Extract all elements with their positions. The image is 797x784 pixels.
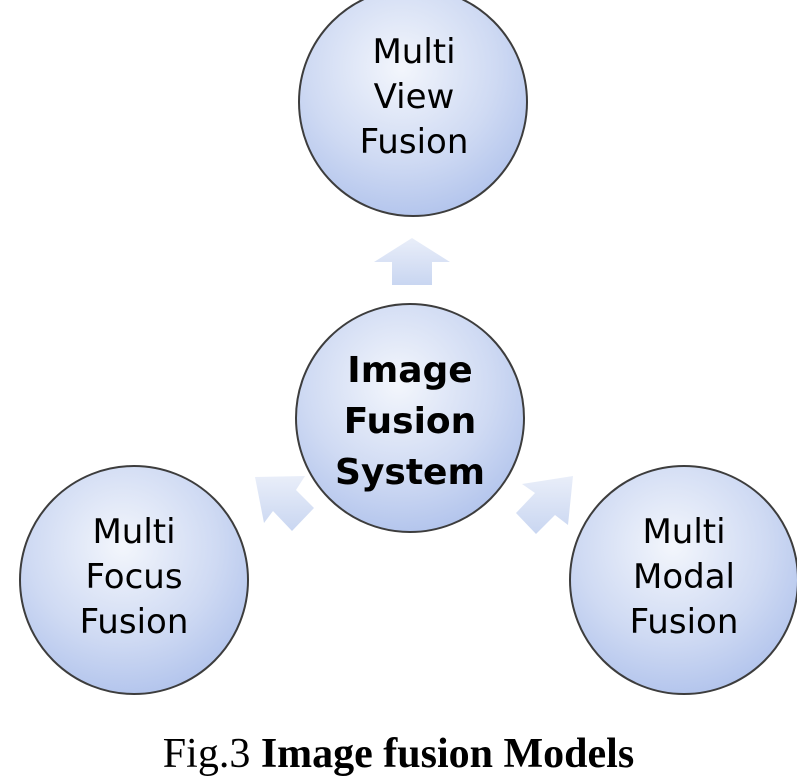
- figure-caption: Fig.3 Image fusion Models: [0, 730, 797, 778]
- node-text-line: Fusion: [79, 602, 189, 643]
- node-text-line: Fusion: [629, 602, 739, 643]
- node-text-line: Image: [347, 350, 473, 391]
- node-image-fusion-system-label: Image Fusion System: [296, 345, 524, 498]
- node-text-line: Modal: [633, 557, 735, 598]
- node-text-line: System: [335, 452, 485, 494]
- node-text-line: Focus: [85, 557, 183, 598]
- node-text-line: Multi: [92, 512, 176, 552]
- node-multi-focus: [19, 465, 249, 695]
- node-text-line: View: [373, 77, 455, 118]
- node-multi-modal: [569, 465, 797, 695]
- node-multi-view: [298, 0, 528, 217]
- node-multi-modal-label: Multi Modal Fusion: [570, 510, 797, 646]
- caption-prefix: Fig.3: [162, 731, 251, 777]
- arrow-to-modal: [516, 476, 573, 534]
- node-text-line: Fusion: [359, 122, 469, 163]
- node-text-line: Multi: [372, 32, 456, 72]
- node-multi-focus-label: Multi Focus Fusion: [20, 510, 248, 646]
- node-image-fusion-system: [295, 303, 525, 533]
- caption-title: Image fusion Models: [260, 731, 635, 777]
- node-text-line: Fusion: [343, 401, 477, 443]
- arrow-up-to-view: [374, 238, 450, 285]
- node-text-line: Multi: [642, 512, 726, 552]
- arrow-to-focus: [255, 476, 314, 531]
- node-multi-view-label: Multi View Fusion: [300, 30, 528, 166]
